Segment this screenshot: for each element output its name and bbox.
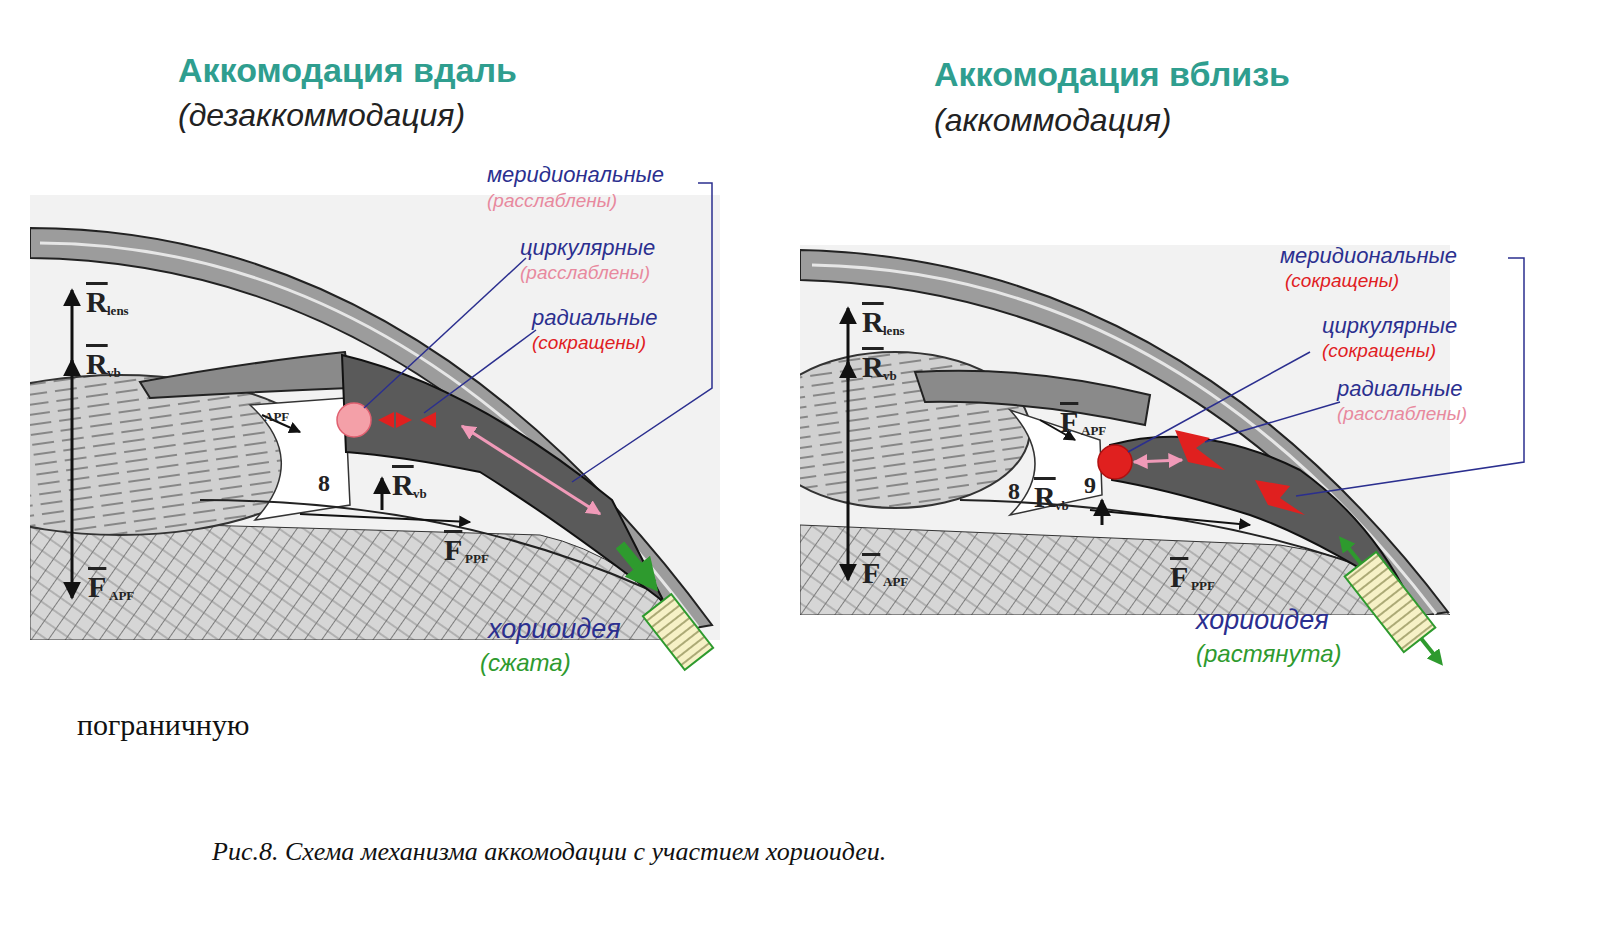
choroid-state: (сжата): [480, 650, 571, 676]
vector-subscript: APF: [264, 410, 289, 424]
vector-symbol: R: [1034, 480, 1056, 513]
choroid-state: (растянута): [1196, 641, 1342, 667]
vector-subscript: vb: [1055, 499, 1069, 513]
muscle-state: (сокращены): [1322, 341, 1436, 362]
vector-subscript: PPF: [465, 552, 489, 566]
muscle-name: циркулярные: [1322, 314, 1457, 338]
panel-title: Аккомодация вблизь: [934, 56, 1290, 93]
vector-subscript: PPF: [1191, 579, 1215, 593]
muscle-name: радиальные: [1337, 377, 1462, 401]
muscle-state: (сокращены): [1285, 271, 1399, 292]
vector-symbol: R: [862, 305, 884, 338]
choroid-name: хориоидея: [1196, 606, 1329, 636]
callout-number: 8: [1008, 478, 1020, 504]
vector-symbol: R: [86, 285, 108, 318]
panel-subtitle: (дезаккоммодация): [178, 98, 465, 133]
muscle-name: меридиональные: [1280, 244, 1457, 268]
vector-symbol: R: [392, 468, 414, 501]
vector-symbol: F: [862, 556, 880, 589]
vector-symbol: R: [86, 347, 108, 380]
muscle-name: радиальные: [532, 306, 657, 330]
vector-subscript: vb: [883, 369, 897, 383]
panel-title: Аккомодация вдаль: [178, 52, 517, 89]
muscle-state: (расслаблены): [1337, 404, 1467, 425]
vector-subscript: lens: [107, 304, 129, 318]
figure-caption: Рис.8. Схема механизма аккомодации с уча…: [212, 838, 886, 867]
muscle-state: (расслаблены): [487, 191, 617, 212]
vector-subscript: vb: [107, 366, 121, 380]
choroid-name: хориоидея: [488, 615, 621, 645]
panel-subtitle: (аккоммодация): [934, 103, 1171, 138]
vector-symbol: F: [444, 533, 462, 566]
eye-section-far: [30, 195, 720, 640]
eye-section-near: [800, 245, 1450, 615]
vector-subscript: APF: [1081, 424, 1106, 438]
vector-subscript: vb: [413, 487, 427, 501]
muscle-state: (расслаблены): [520, 263, 650, 284]
callout-number: 8: [318, 470, 330, 496]
vector-symbol: F: [88, 570, 106, 603]
stray-word: пограничную: [77, 708, 249, 741]
vector-subscript: lens: [883, 324, 905, 338]
vector-symbol: F: [1060, 405, 1078, 438]
vector-subscript: APF: [883, 575, 908, 589]
vector-subscript: APF: [109, 589, 134, 603]
muscle-name: циркулярные: [520, 236, 655, 260]
muscle-state: (сокращены): [532, 333, 646, 354]
vector-symbol: R: [862, 350, 884, 383]
muscle-name: меридиональные: [487, 163, 664, 187]
callout-number: 9: [1084, 472, 1096, 498]
vector-symbol: F: [1170, 560, 1188, 593]
